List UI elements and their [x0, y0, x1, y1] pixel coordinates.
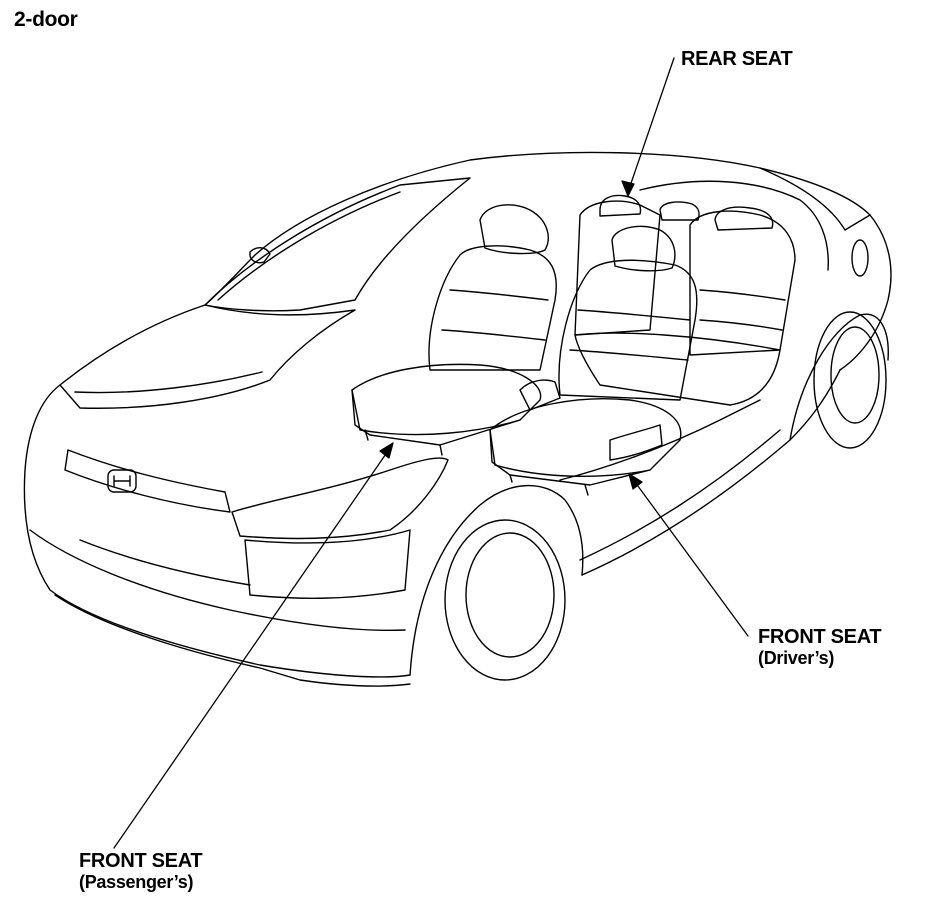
passenger-seat-back-stitch — [442, 290, 548, 340]
label-front-seat-driver-line1: FRONT SEAT — [758, 626, 882, 648]
passenger-headrest — [480, 205, 548, 254]
fuel-door — [852, 240, 868, 276]
door-line — [560, 400, 760, 480]
driver-seat-lever — [610, 425, 662, 460]
windshield-inner — [218, 192, 400, 300]
label-front-seat-passenger-line1: FRONT SEAT — [79, 850, 203, 872]
emblem — [108, 470, 136, 492]
rear-seat-back-left — [575, 201, 660, 335]
rear-wheel — [814, 312, 886, 448]
windshield — [205, 178, 470, 311]
bumper-corner — [245, 530, 410, 598]
center-console — [520, 380, 560, 410]
label-front-seat-passenger-line2: (Passenger’s) — [79, 872, 194, 892]
driver-seat-cushion — [490, 399, 681, 477]
rear-seat — [575, 196, 795, 405]
front-seat-driver — [490, 226, 697, 495]
front-seat-passenger — [352, 205, 556, 455]
leader-front-passenger — [114, 448, 390, 848]
label-front-seat-passenger: FRONT SEAT (Passenger’s) — [79, 850, 203, 892]
hood-crease — [75, 372, 262, 393]
arrow-rear-seat — [622, 181, 634, 196]
driver-seat-rail — [510, 475, 588, 495]
leader-rear-seat — [628, 58, 674, 192]
driver-headrest — [612, 226, 675, 270]
driver-seat-back — [559, 260, 697, 400]
diagram-title: 2-door — [14, 8, 78, 31]
passenger-seat-back — [429, 246, 556, 370]
passenger-seat-cushion — [352, 364, 541, 434]
front-fascia-lower — [30, 530, 405, 630]
grille-lower — [80, 540, 250, 585]
side-sill — [582, 370, 840, 575]
rear-quarter — [640, 181, 828, 270]
side-sill-lower — [580, 430, 780, 560]
rear-seat-back-right — [690, 211, 795, 355]
rear-headrest-center — [660, 202, 699, 220]
front-wheel-rim — [466, 533, 554, 657]
arrow-front-passenger — [380, 443, 393, 458]
rear-deck — [760, 168, 870, 230]
label-front-seat-driver: FRONT SEAT (Driver’s) — [758, 626, 882, 668]
a-pillar — [205, 255, 255, 305]
front-wheel-arch — [410, 486, 583, 675]
headlight — [232, 458, 448, 538]
rear-seat-cushion — [575, 333, 780, 405]
passenger-seat-rail — [365, 430, 442, 455]
driver-seat-back-stitch — [570, 310, 690, 360]
arrow-front-driver — [629, 474, 642, 489]
rear-wheel-rim — [831, 327, 879, 423]
side-mirror — [250, 248, 270, 263]
leader-front-driver — [632, 478, 748, 636]
front-wheel — [445, 520, 565, 680]
rear-seat-stitch — [700, 290, 785, 330]
front-fascia — [24, 385, 410, 677]
car-body — [24, 152, 891, 686]
grille-upper — [65, 450, 230, 512]
leader-lines — [114, 58, 748, 848]
hood — [60, 305, 355, 408]
passenger-seat-cushion-front — [352, 390, 520, 445]
label-front-seat-driver-line2: (Driver’s) — [758, 648, 835, 668]
rear-headrest-right — [715, 207, 773, 230]
label-rear-seat: REAR SEAT — [681, 48, 793, 70]
rear-wheel-arch — [790, 314, 888, 440]
bumper-bottom — [55, 595, 410, 686]
rear-headrest-left — [600, 196, 640, 216]
